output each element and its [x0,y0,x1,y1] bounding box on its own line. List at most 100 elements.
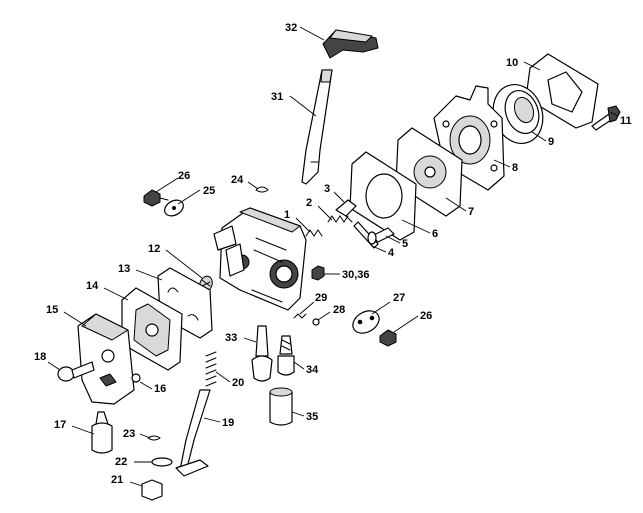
callout-33: 33 [225,332,257,344]
callout-18: 18 [34,351,61,371]
part-16-plug [131,373,141,383]
part-31-shaft [301,69,333,185]
part-28-ball [312,318,320,326]
callout-15-label: 15 [46,304,58,316]
callout-9-label: 9 [548,136,554,148]
callout-25-label: 25 [203,185,215,197]
callout-33-label: 33 [225,332,237,344]
callout-8-label: 8 [512,162,518,174]
part-2-spring [327,215,349,223]
part-22-washer [151,457,173,467]
callout-19: 19 [203,417,234,429]
part-1-spring [305,229,323,237]
callout-29: 29 [299,292,327,315]
callout-21: 21 [111,474,143,487]
callout-11-label: 11 [620,115,632,127]
callout-23-label: 23 [123,428,135,440]
part-5-screw [367,227,395,245]
callout-29-label: 29 [315,292,327,304]
callout-17: 17 [54,419,95,435]
callout-35: 35 [291,411,318,423]
callout-24: 24 [231,174,259,190]
callout-6: 6 [401,219,438,240]
callout-20: 20 [215,371,244,389]
callout-4-label: 4 [388,247,395,259]
callout-28: 28 [317,304,345,321]
callout-28-label: 28 [333,304,345,316]
callout-24-label: 24 [231,174,244,186]
part-26-screw-lower [379,329,397,347]
part-33-adjust-screw [251,325,273,382]
callout-14-label: 14 [86,280,99,292]
callout-9: 9 [531,131,554,148]
callout-2-label: 2 [306,197,312,209]
part-9-diaphragm-cup [492,84,544,144]
callout-20-label: 20 [232,377,244,389]
callout-31-label: 31 [271,91,283,103]
callout-30-36-label: 30,36 [342,269,370,281]
callout-17-label: 17 [54,419,66,431]
callout-6-label: 6 [432,228,438,240]
callout-31: 31 [271,91,317,117]
callout-27: 27 [371,292,405,315]
callout-34-label: 34 [306,364,319,376]
callout-18-label: 18 [34,351,46,363]
part-30-36-nut [311,265,325,281]
part-19-throttle-shaft [175,389,211,477]
callout-30-36: 30,36 [324,269,370,281]
callout-1: 1 [284,209,311,233]
callout-11: 11 [609,111,632,127]
callout-26-lower: 26 [393,310,432,333]
carburetor-body [213,207,307,311]
part-23-clip [147,435,161,441]
part-21-nut [141,479,163,501]
callout-22: 22 [115,456,152,468]
callout-34: 34 [293,361,319,376]
callout-1-label: 1 [284,209,290,221]
callout-13: 13 [118,263,163,281]
callout-7: 7 [445,197,474,218]
callout-10: 10 [506,57,541,71]
callout-5: 5 [385,235,408,250]
part-14-plate [121,287,183,371]
callout-8: 8 [493,159,518,174]
part-27-disc [352,310,380,334]
callout-2: 2 [306,197,333,221]
callout-16: 16 [139,381,166,395]
callout-16-label: 16 [154,383,166,395]
callout-26-upper-label: 26 [178,170,190,182]
part-29-spring [293,313,307,319]
callout-3: 3 [324,183,345,203]
callout-25: 25 [177,185,215,205]
part-11-screw [591,105,621,131]
part-6-diaphragm [349,151,417,241]
callout-35-label: 35 [306,411,318,423]
part-35-cap [269,387,293,426]
callout-22-label: 22 [115,456,127,468]
callout-26-lower-label: 26 [420,310,432,322]
part-32-t-handle [322,29,379,59]
callout-7-label: 7 [468,206,474,218]
part-18-screw [57,361,95,382]
callout-27-label: 27 [393,292,405,304]
part-26-screw-upper [143,189,169,207]
callout-23: 23 [123,428,151,440]
callout-21-label: 21 [111,474,123,486]
callout-13-label: 13 [118,263,130,275]
callout-26-upper: 26 [155,170,190,193]
callout-19-label: 19 [222,417,234,429]
callout-32-label: 32 [285,22,297,34]
callout-14: 14 [86,280,129,301]
callout-3-label: 3 [324,183,330,195]
callout-15: 15 [46,304,87,327]
part-17-screw [91,411,113,454]
callout-12: 12 [148,243,203,279]
part-20-spring [205,351,217,387]
callout-12-label: 12 [148,243,160,255]
callout-32: 32 [285,22,325,41]
callout-10-label: 10 [506,57,518,69]
part-24-clip [255,186,269,193]
part-15-end-cover [77,313,135,405]
callout-5-label: 5 [402,238,408,250]
